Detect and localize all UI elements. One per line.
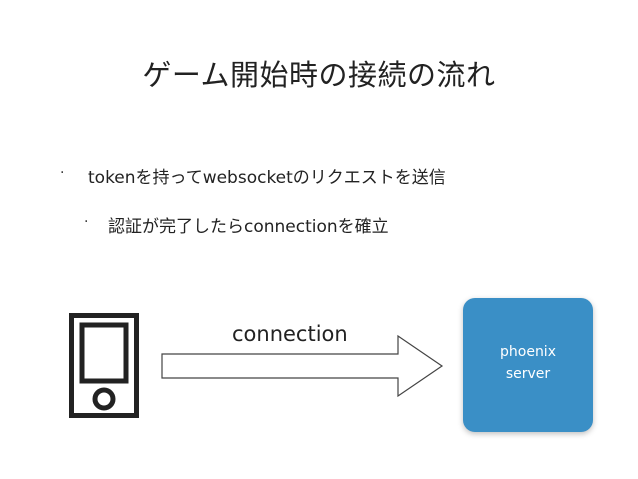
bullet-item-2: · 認証が完了したらconnectionを確立 bbox=[84, 212, 389, 237]
bullet-marker: · bbox=[60, 165, 65, 181]
slide-title: ゲーム開始時の接続の流れ bbox=[142, 58, 496, 92]
bullet-marker: · bbox=[84, 214, 89, 230]
connection-label: connection bbox=[232, 322, 348, 346]
bullet-text: tokenを持ってwebsocketのリクエストを送信 bbox=[88, 168, 446, 188]
phoenix-server-box: phoenix server bbox=[463, 298, 593, 432]
connection-arrow bbox=[161, 334, 444, 398]
mobile-phone-icon bbox=[69, 313, 139, 418]
bullet-item-1: · tokenを持ってwebsocketのリクエストを送信 bbox=[60, 163, 446, 188]
server-label-line2: server bbox=[505, 366, 551, 382]
server-label-line1: phoenix bbox=[500, 344, 556, 360]
bullet-text: 認証が完了したらconnectionを確立 bbox=[108, 217, 389, 237]
